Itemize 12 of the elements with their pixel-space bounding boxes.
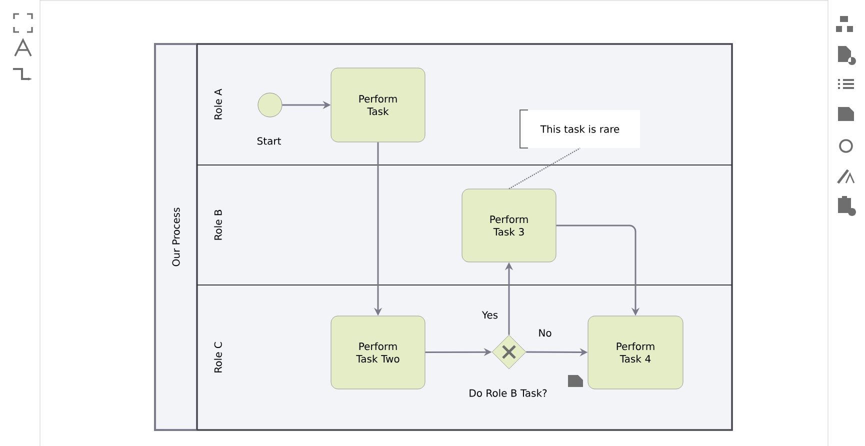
task-box: Perform Task	[330, 68, 426, 142]
task-box: Perform Task 4	[588, 316, 684, 390]
start-event	[258, 92, 282, 118]
node-caption: Start	[257, 137, 281, 145]
edge-label: Yes	[482, 311, 498, 319]
task-box: Perform Task 3	[462, 188, 556, 262]
node-caption: Do Role B Task?	[470, 389, 547, 397]
task-box: Perform Task Two	[330, 316, 426, 390]
exclusive-gateway	[492, 334, 526, 370]
text-annotation: This task is rare	[520, 110, 640, 148]
association-line	[508, 148, 580, 190]
edge-label: No	[539, 329, 552, 337]
